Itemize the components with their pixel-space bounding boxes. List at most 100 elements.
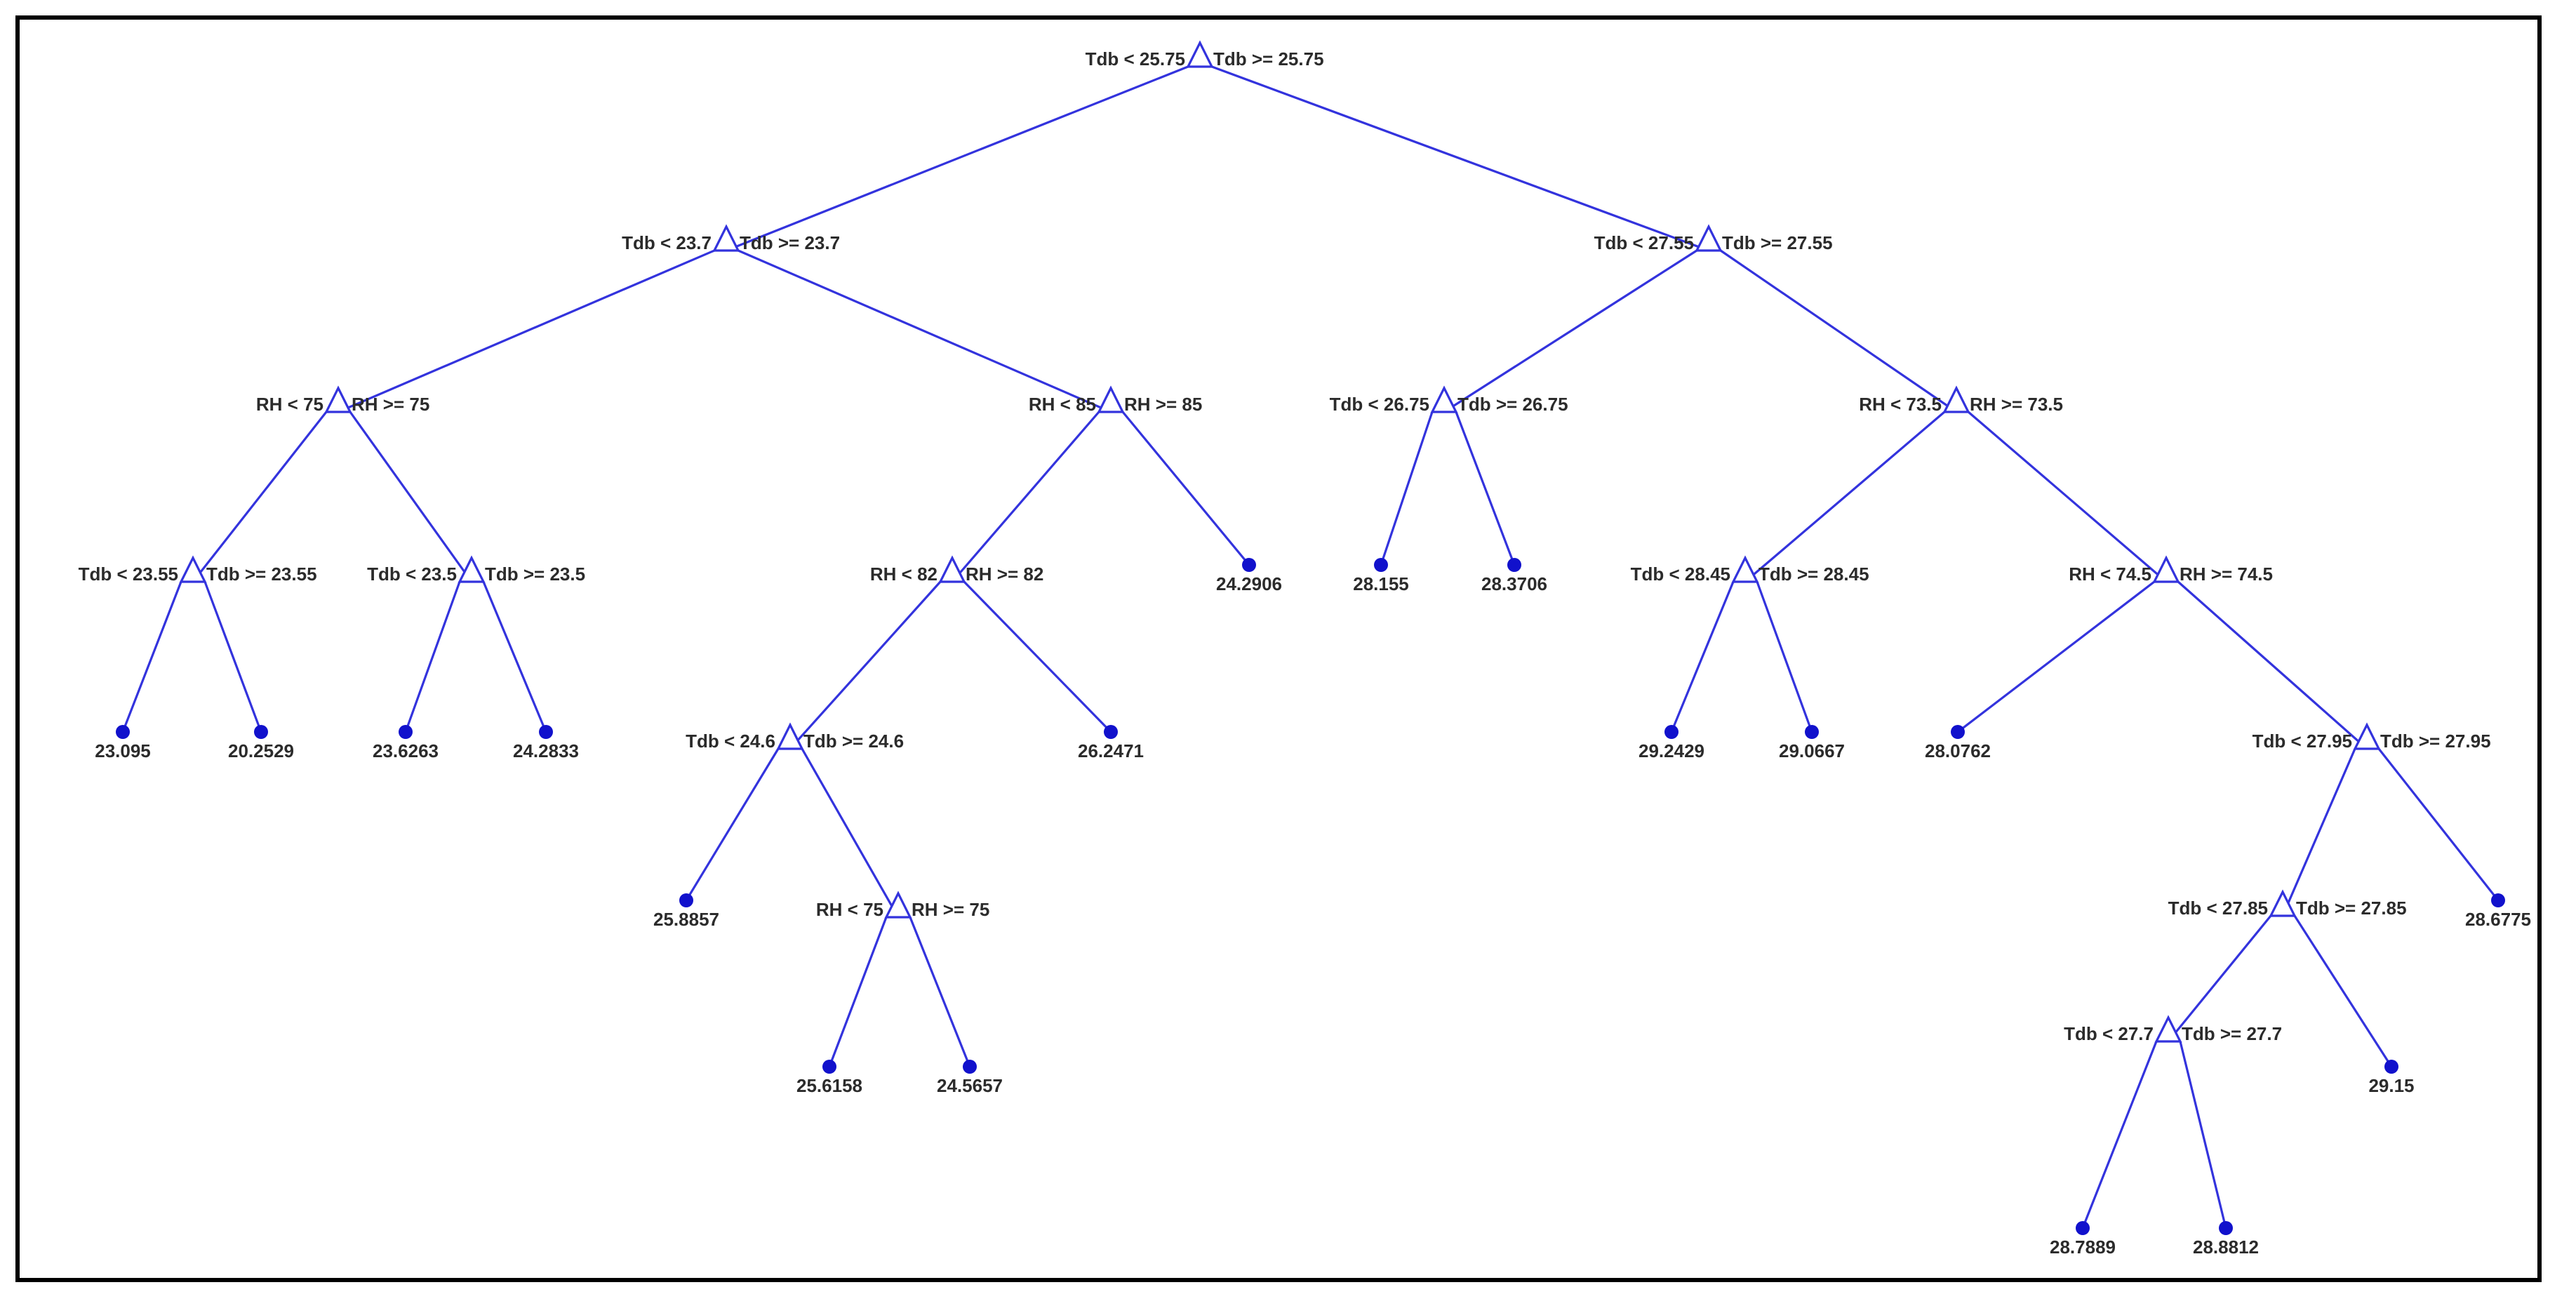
split-triangle-icon[interactable] bbox=[179, 555, 207, 583]
split-triangle-icon[interactable] bbox=[2269, 889, 2297, 917]
split-right-label: Tdb >= 27.85 bbox=[2296, 898, 2407, 919]
leaf-node-l3[interactable]: 23.6263 bbox=[373, 725, 439, 761]
split-triangle-icon[interactable] bbox=[324, 385, 352, 413]
leaf-dot-icon[interactable] bbox=[2384, 1060, 2398, 1074]
split-triangle-icon[interactable] bbox=[2353, 722, 2381, 750]
leaf-dot-icon[interactable] bbox=[1242, 558, 1256, 572]
split-right-label: Tdb >= 27.7 bbox=[2182, 1023, 2282, 1044]
leaf-node-l12[interactable]: 25.8857 bbox=[653, 893, 719, 930]
split-triangle-icon[interactable] bbox=[1942, 385, 1970, 413]
leaf-dot-icon[interactable] bbox=[2219, 1221, 2233, 1235]
leaf-node-l2[interactable]: 20.2529 bbox=[228, 725, 294, 761]
leaf-node-l5[interactable]: 26.2471 bbox=[1078, 725, 1144, 761]
leaf-dot-icon[interactable] bbox=[963, 1060, 977, 1074]
split-triangle-icon[interactable] bbox=[1430, 385, 1458, 413]
split-triangle-icon[interactable] bbox=[2154, 1015, 2182, 1043]
leaf-node-l14[interactable]: 24.5657 bbox=[937, 1060, 1003, 1096]
split-node-n16[interactable]: Tdb < 27.7 Tdb >= 27.7 bbox=[2064, 1015, 2282, 1044]
leaf-node-l16[interactable]: 29.15 bbox=[2368, 1060, 2415, 1096]
split-triangle-icon[interactable] bbox=[938, 555, 966, 583]
leaf-dot-icon[interactable] bbox=[679, 893, 693, 907]
leaf-node-l1[interactable]: 23.095 bbox=[95, 725, 151, 761]
tree-edge bbox=[789, 580, 942, 750]
tree-edge bbox=[349, 411, 473, 582]
leaf-dot-icon[interactable] bbox=[2491, 893, 2505, 907]
split-left-label: Tdb < 27.55 bbox=[1594, 232, 1694, 253]
split-left-label: Tdb < 26.75 bbox=[1330, 394, 1429, 415]
split-right-label: RH >= 75 bbox=[912, 899, 989, 920]
split-triangle-icon[interactable] bbox=[776, 722, 804, 750]
leaf-dot-icon[interactable] bbox=[1951, 725, 1965, 739]
tree-edge bbox=[121, 581, 182, 733]
leaf-node-l4[interactable]: 24.2833 bbox=[513, 725, 579, 761]
split-right-label: RH >= 75 bbox=[352, 394, 429, 415]
split-right-label: Tdb >= 26.75 bbox=[1457, 394, 1568, 415]
tree-edge bbox=[801, 748, 900, 918]
leaf-value-label: 29.2429 bbox=[1639, 740, 1704, 761]
tree-edge bbox=[1443, 249, 1697, 413]
leaf-value-label: 23.095 bbox=[95, 740, 151, 761]
split-left-label: Tdb < 27.7 bbox=[2064, 1023, 2154, 1044]
leaf-node-l7[interactable]: 28.155 bbox=[1353, 558, 1409, 594]
leaf-node-l8[interactable]: 28.3706 bbox=[1481, 558, 1547, 594]
split-triangle-icon[interactable] bbox=[1695, 224, 1723, 252]
split-right-label: Tdb >= 25.75 bbox=[1213, 48, 1324, 69]
tree-edge bbox=[2377, 748, 2500, 901]
leaf-dot-icon[interactable] bbox=[1374, 558, 1388, 572]
split-triangle-icon[interactable] bbox=[1186, 40, 1214, 68]
leaf-dot-icon[interactable] bbox=[539, 725, 553, 739]
leaf-dot-icon[interactable] bbox=[254, 725, 268, 739]
leaf-dot-icon[interactable] bbox=[399, 725, 413, 739]
tree-edge bbox=[1744, 411, 1946, 583]
split-triangle-icon[interactable] bbox=[712, 224, 740, 252]
split-triangle-icon[interactable] bbox=[1097, 385, 1125, 413]
split-right-label: RH >= 73.5 bbox=[1970, 394, 2063, 415]
leaf-node-l18[interactable]: 28.8812 bbox=[2193, 1221, 2259, 1258]
tree-edge bbox=[2081, 1041, 2158, 1229]
split-right-label: Tdb >= 24.6 bbox=[803, 731, 904, 752]
split-left-label: RH < 73.5 bbox=[1859, 394, 1942, 415]
split-triangle-icon[interactable] bbox=[884, 891, 912, 919]
leaf-node-l9[interactable]: 29.2429 bbox=[1639, 725, 1704, 761]
leaf-node-l11[interactable]: 28.0762 bbox=[1925, 725, 1991, 761]
leaf-dot-icon[interactable] bbox=[1104, 725, 1118, 739]
tree-edge bbox=[828, 917, 888, 1067]
split-node-n5[interactable]: Tdb < 26.75 Tdb >= 26.75 bbox=[1330, 385, 1568, 415]
split-node-n6[interactable]: RH < 73.5 RH >= 73.5 bbox=[1859, 385, 2063, 415]
leaf-dot-icon[interactable] bbox=[1664, 725, 1679, 739]
leaf-dot-icon[interactable] bbox=[2076, 1221, 2090, 1235]
split-triangle-icon[interactable] bbox=[458, 555, 486, 583]
split-left-label: Tdb < 23.55 bbox=[79, 564, 178, 585]
leaf-node-l13[interactable]: 25.6158 bbox=[796, 1060, 862, 1096]
split-left-label: RH < 85 bbox=[1029, 394, 1096, 415]
leaf-node-l6[interactable]: 24.2906 bbox=[1216, 558, 1282, 594]
leaf-dot-icon[interactable] bbox=[1805, 725, 1819, 739]
leaf-node-l10[interactable]: 29.0667 bbox=[1779, 725, 1845, 761]
split-triangle-icon[interactable] bbox=[2152, 555, 2180, 583]
leaf-node-l15[interactable]: 28.6775 bbox=[2465, 893, 2531, 930]
edges-layer bbox=[121, 65, 2500, 1229]
leaf-dot-icon[interactable] bbox=[1507, 558, 1521, 572]
leaf-node-l17[interactable]: 28.7889 bbox=[2050, 1221, 2116, 1258]
split-triangle-icon[interactable] bbox=[1731, 555, 1759, 583]
leaf-dot-icon[interactable] bbox=[822, 1060, 836, 1074]
leaf-dot-icon[interactable] bbox=[116, 725, 130, 739]
tree-edge bbox=[2167, 914, 2272, 1043]
tree-edge bbox=[951, 411, 1100, 583]
